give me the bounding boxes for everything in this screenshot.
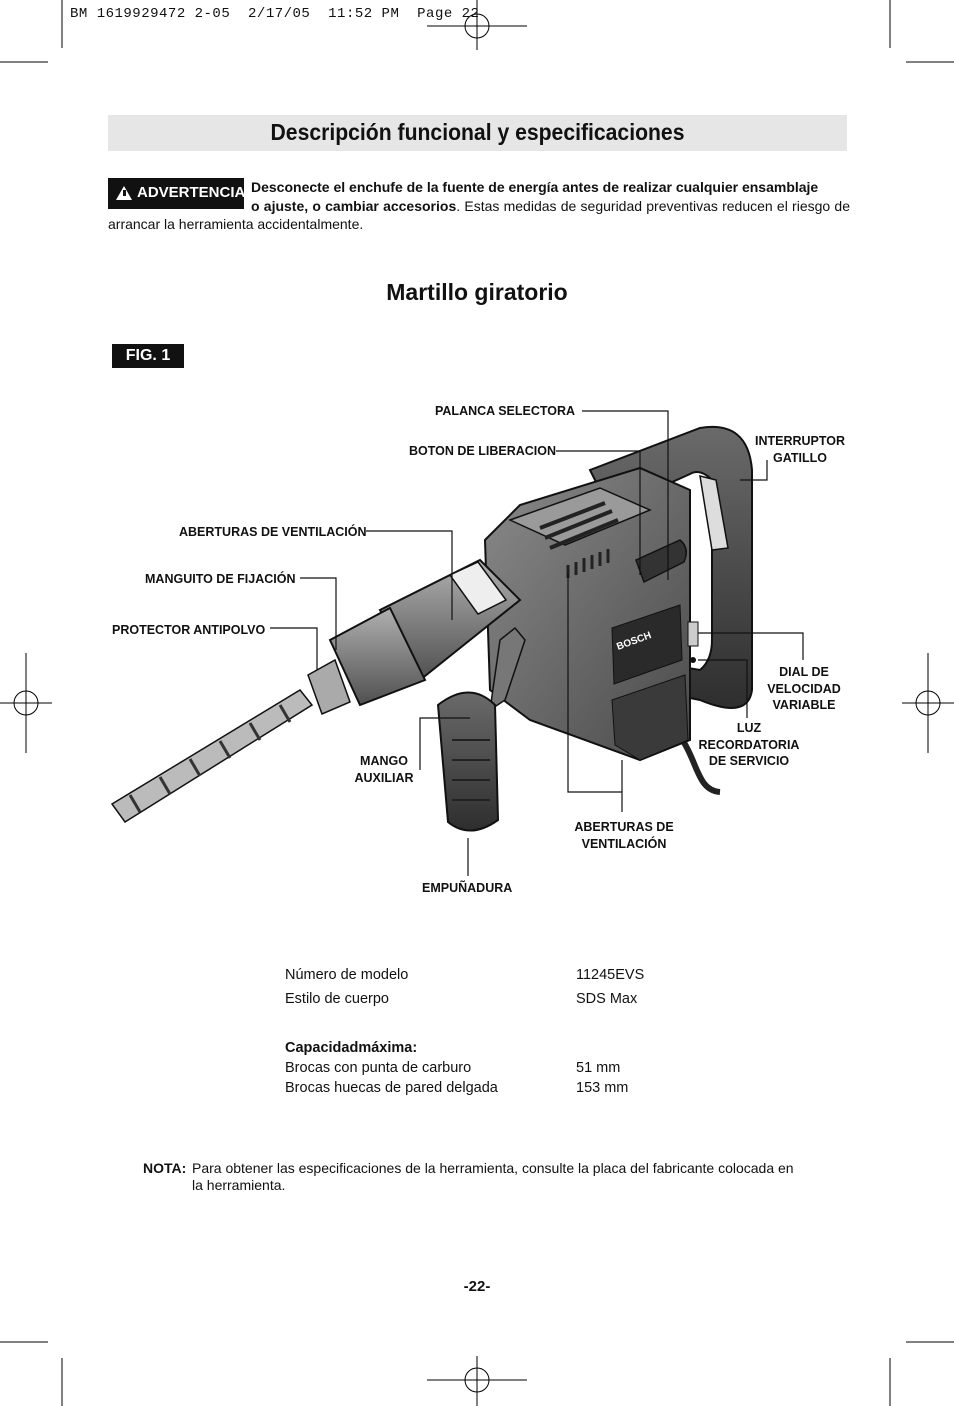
callout-luz-line3: DE SERVICIO [708, 754, 790, 768]
base-cover [611, 674, 689, 761]
spec-value-carbide: 51 mm [576, 1060, 621, 1076]
callout-aberturas-bottom: ABERTURAS DE VENTILACIÓN [564, 819, 684, 852]
callout-dial: DIAL DE VELOCIDAD VARIABLE [754, 664, 854, 714]
callout-mango: MANGO AUXILIAR [344, 753, 424, 786]
callout-boton-liberacion: BOTON DE LIBERACION [409, 444, 556, 458]
spec-value-core: 153 mm [576, 1080, 629, 1096]
callout-aberturas-top: ABERTURAS DE VENTILACIÓN [179, 525, 367, 539]
dust-protector [307, 658, 351, 716]
callout-luz: LUZ RECORDATORIA DE SERVICIO [694, 720, 804, 770]
note-line2: la herramienta. [192, 1177, 286, 1193]
brand-plate [611, 604, 683, 685]
callout-empunadura: EMPUÑADURA [422, 881, 513, 895]
callout-luz-line1: LUZ [736, 721, 762, 735]
callout-mango-line1: MANGO [360, 754, 408, 768]
print-slug: BM 1619929472 2-05 2/17/05 11:52 PM Page… [70, 6, 480, 22]
spec-label-model: Número de modelo [285, 967, 409, 983]
speed-dial [687, 621, 699, 647]
warning-badge-label: ADVERTENCIA [137, 184, 246, 201]
page-number: -22- [463, 1278, 491, 1295]
note-text: Para obtener las especificaciones de la … [192, 1160, 832, 1194]
callout-aberturas-bottom-line2: VENTILACIÓN [581, 836, 667, 851]
callout-aberturas-bottom-line1: ABERTURAS DE [574, 820, 674, 834]
callout-interruptor-line1: INTERRUPTOR [754, 434, 846, 448]
section-subtitle: Martillo giratorio [386, 279, 568, 305]
service-light [690, 657, 696, 663]
figure-label: FIG. 1 [112, 344, 184, 368]
callout-dial-line1: DIAL DE [779, 665, 829, 679]
drill-bit-flutes [128, 704, 292, 813]
note-label: NOTA: [143, 1160, 187, 1176]
callout-interruptor-line2: GATILLO [773, 450, 827, 465]
fixing-sleeve [448, 561, 508, 615]
callout-dial-line3: VARIABLE [772, 698, 836, 712]
drill-bit [110, 689, 314, 824]
warning-bold-line2: o ajuste, o cambiar accesorios [251, 197, 457, 214]
spec-value-body: SDS Max [576, 991, 638, 1007]
selector-lever [635, 539, 687, 584]
spec-label-body: Estilo de cuerpo [285, 991, 389, 1007]
title-bar: Descripción funcional y especificaciones [108, 115, 847, 151]
aux-handle-arm [489, 626, 526, 712]
vent-slots-top [539, 501, 619, 550]
callout-mango-line2: AUXILIAR [354, 770, 414, 785]
callout-palanca-selectora: PALANCA SELECTORA [435, 404, 576, 418]
trigger [699, 474, 729, 551]
spec-label-carbide: Brocas con punta de carburo [285, 1060, 472, 1076]
leader-lines [270, 410, 804, 876]
aux-handle-grip [436, 691, 500, 832]
warning-text: . Estas medidas de seguridad preventivas… [108, 197, 850, 233]
warning-badge: ADVERTENCIA [108, 178, 246, 209]
callout-interruptor: INTERRUPTOR GATILLO [750, 433, 850, 466]
spec-value-model: 11245EVS [576, 967, 645, 983]
spec-label-core: Brocas huecas de pared delgada [285, 1080, 498, 1096]
note-line1: Para obtener las especificaciones de la … [192, 1160, 794, 1176]
callout-manguito: MANGUITO DE FIJACIÓN [145, 572, 296, 586]
warning-paragraph: Desconecte el enchufe de la fuente de en… [108, 178, 850, 234]
warning-bold-line1: Desconecte el enchufe de la fuente de en… [251, 179, 819, 195]
grip-ribs [452, 739, 490, 801]
callout-luz-line2: RECORDATORIA [698, 737, 800, 752]
callout-protector: PROTECTOR ANTIPOLVO [112, 623, 266, 637]
callout-dial-line2: VELOCIDAD [767, 681, 841, 696]
page-title: Descripción funcional y especificaciones [270, 119, 685, 145]
chuck [328, 606, 427, 707]
spec-capacity-heading: Capacidadmáxima: [285, 1040, 418, 1056]
